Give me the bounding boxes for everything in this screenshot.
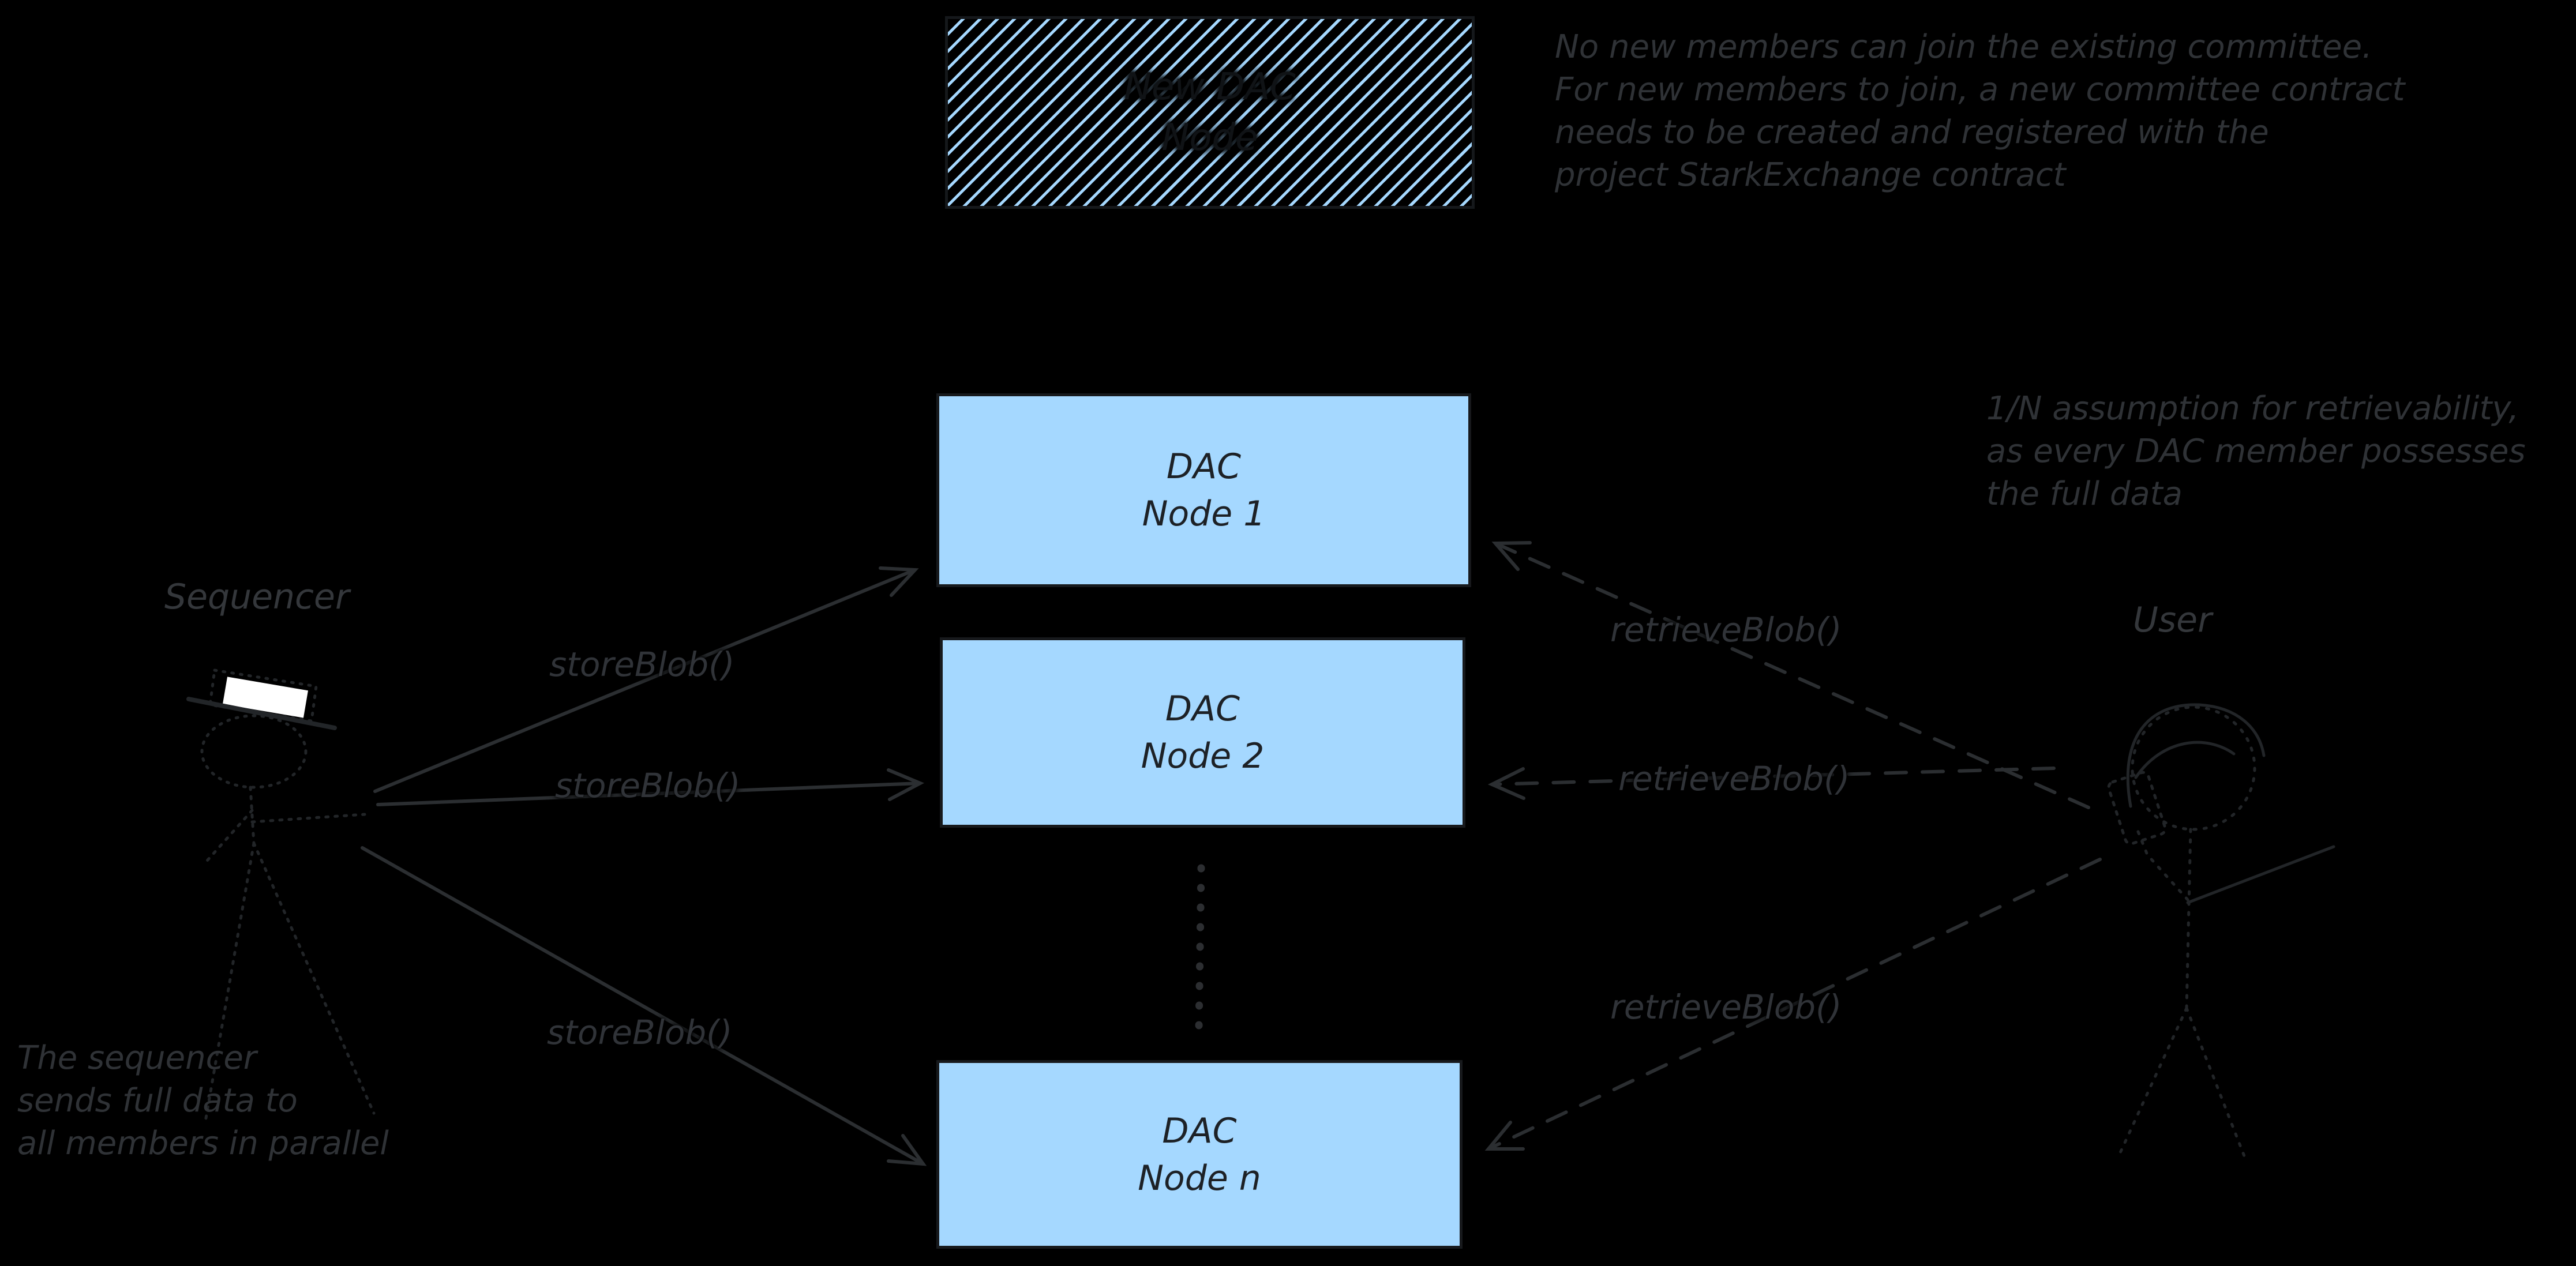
new-dac-node-label-line1: New DAC: [1124, 66, 1296, 108]
committee-note-line: project StarkExchange contract: [1555, 156, 2066, 194]
committee-note: No new members can join the existing com…: [1555, 26, 2405, 197]
user-hair-inner: [2134, 741, 2236, 779]
user-leg-left: [2117, 1006, 2188, 1158]
user-head: [2131, 705, 2256, 831]
sequencer-hat-crown: [208, 668, 318, 723]
store-blob-label-3: storeBlob(): [547, 1013, 733, 1052]
dac-node-n-box: DAC Node n: [936, 1060, 1463, 1249]
retrieve-arrows: [1484, 541, 2102, 1151]
sequencer-label: Sequencer: [164, 577, 350, 617]
dac-node-1-box: DAC Node 1: [936, 393, 1471, 587]
sequencer-head: [200, 714, 308, 789]
store-blob-label-2: storeBlob(): [555, 766, 741, 805]
committee-note-line: No new members can join the existing com…: [1555, 28, 2372, 66]
store-arrow-noden: [361, 846, 925, 1166]
retrievability-note-line: as every DAC member possesses: [1986, 433, 2526, 470]
sequencer-hat-band: [222, 677, 309, 718]
user-arm-right: [2186, 845, 2335, 904]
new-dac-node-box: New DAC Node: [945, 16, 1475, 209]
store-arrowhead-node2: [887, 768, 925, 801]
dac-node-n-label-line1: DAC: [1162, 1110, 1237, 1151]
retrieve-blob-label-3: retrieveBlob(): [1610, 987, 1842, 1027]
store-arrows: [361, 566, 927, 1166]
user-body: [2185, 828, 2192, 1010]
committee-note-line: needs to be created and registered with …: [1555, 114, 2269, 151]
retrieve-blob-label-1: retrieveBlob(): [1610, 610, 1842, 649]
dac-node-n-label-line2: Node n: [1138, 1158, 1261, 1199]
retrievability-note: 1/N assumption for retrievability, as ev…: [1986, 388, 2526, 516]
retrieve-arrowhead-node1: [1491, 541, 1532, 571]
sequencer-figure-icon: [186, 668, 376, 1126]
sequencer-hat-brim: [186, 697, 337, 730]
new-dac-node-label-line2: Node: [1161, 117, 1258, 159]
dac-node-1-label-line1: DAC: [1166, 446, 1242, 487]
user-label: User: [2133, 600, 2212, 640]
store-arrow-node1: [373, 568, 917, 793]
parallel-note-line: The sequencer: [17, 1039, 257, 1077]
sequencer-body: [249, 786, 256, 845]
parallel-note: The sequencer sends full data to all mem…: [17, 1037, 389, 1165]
sequencer-arm-left: [201, 809, 254, 867]
store-arrowhead-node1: [879, 566, 919, 597]
dac-node-2-label-line2: Node 2: [1141, 736, 1265, 776]
parallel-note-line: sends full data to: [17, 1082, 298, 1120]
sequencer-arm-right: [250, 813, 366, 824]
sequencer-leg-left: [203, 842, 256, 1126]
user-phone: [2107, 771, 2167, 846]
retrieve-blob-label-2: retrieveBlob(): [1618, 759, 1850, 798]
store-arrowhead-noden: [887, 1134, 927, 1166]
user-leg-right: [2185, 1006, 2248, 1162]
nodes-ellipsis-dots: [1195, 864, 1205, 1034]
retrieve-arrow-noden: [1487, 858, 2102, 1151]
committee-note-line: For new members to join, a new committee…: [1555, 71, 2405, 108]
parallel-note-line: all members in parallel: [17, 1125, 389, 1162]
sequencer-leg-right: [252, 842, 376, 1115]
retrievability-note-line: 1/N assumption for retrievability,: [1986, 390, 2519, 427]
user-hair: [2126, 703, 2266, 808]
store-blob-label-1: storeBlob(): [549, 645, 735, 684]
dac-node-2-box: DAC Node 2: [940, 637, 1465, 828]
user-arm-left: [2134, 824, 2189, 901]
retrieve-arrowhead-noden: [1484, 1121, 1525, 1151]
dac-node-1-label-line2: Node 1: [1142, 494, 1266, 534]
retrieve-arrow-node2: [1490, 767, 2056, 786]
retrieve-arrowhead-node2: [1487, 767, 1525, 800]
dac-node-2-label-line1: DAC: [1165, 689, 1240, 729]
retrievability-note-line: the full data: [1986, 475, 2183, 513]
user-figure-icon: [2107, 703, 2335, 1162]
store-arrow-node2: [376, 782, 922, 806]
